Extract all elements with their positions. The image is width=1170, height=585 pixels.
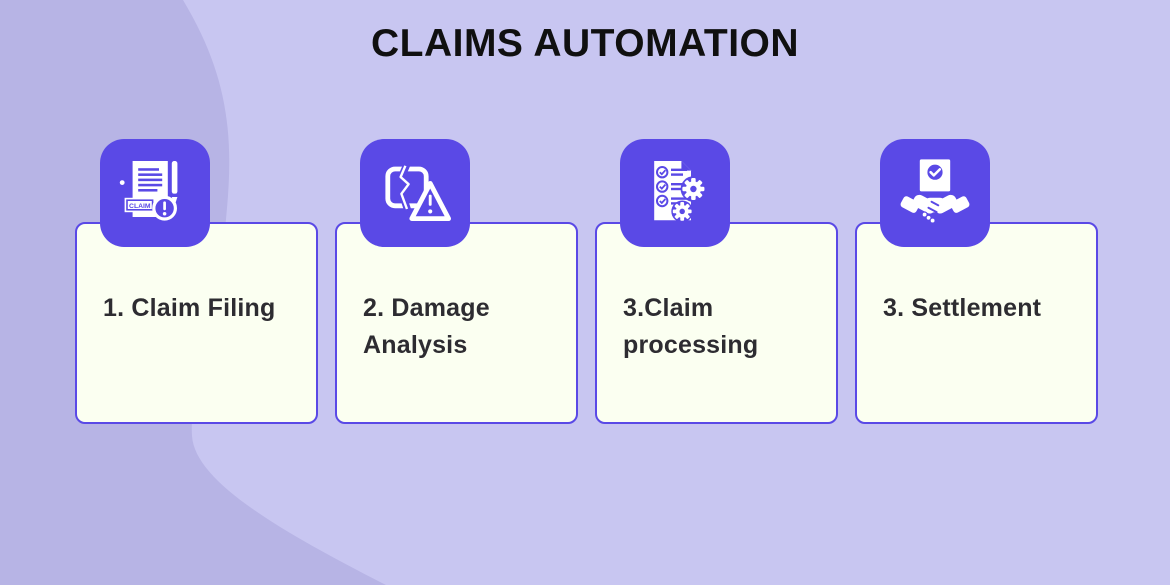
step-card-damage-analysis: 2. Damage Analysis: [335, 139, 578, 424]
step-label: 3. Settlement: [883, 294, 1042, 322]
step-card-settlement: 3. Settlement: [855, 139, 1098, 424]
claim-document-icon: CLAIM: [100, 139, 210, 247]
step-label: 3.Claim processing: [623, 294, 759, 359]
steps-row: CLAIM 1. Claim Filing 2.: [75, 139, 1098, 424]
step-card-claim-processing: 3.Claim processing: [595, 139, 838, 424]
claim-stamp-text: CLAIM: [129, 203, 151, 210]
damage-warning-icon: [360, 139, 470, 247]
settlement-handshake-icon: [880, 139, 990, 247]
step-card-claim-filing: CLAIM 1. Claim Filing: [75, 139, 318, 424]
claim-processing-icon: [620, 139, 730, 247]
step-label: 2. Damage Analysis: [363, 294, 490, 359]
step-label: 1. Claim Filing: [103, 294, 276, 322]
page-title: CLAIMS AUTOMATION: [370, 22, 800, 65]
